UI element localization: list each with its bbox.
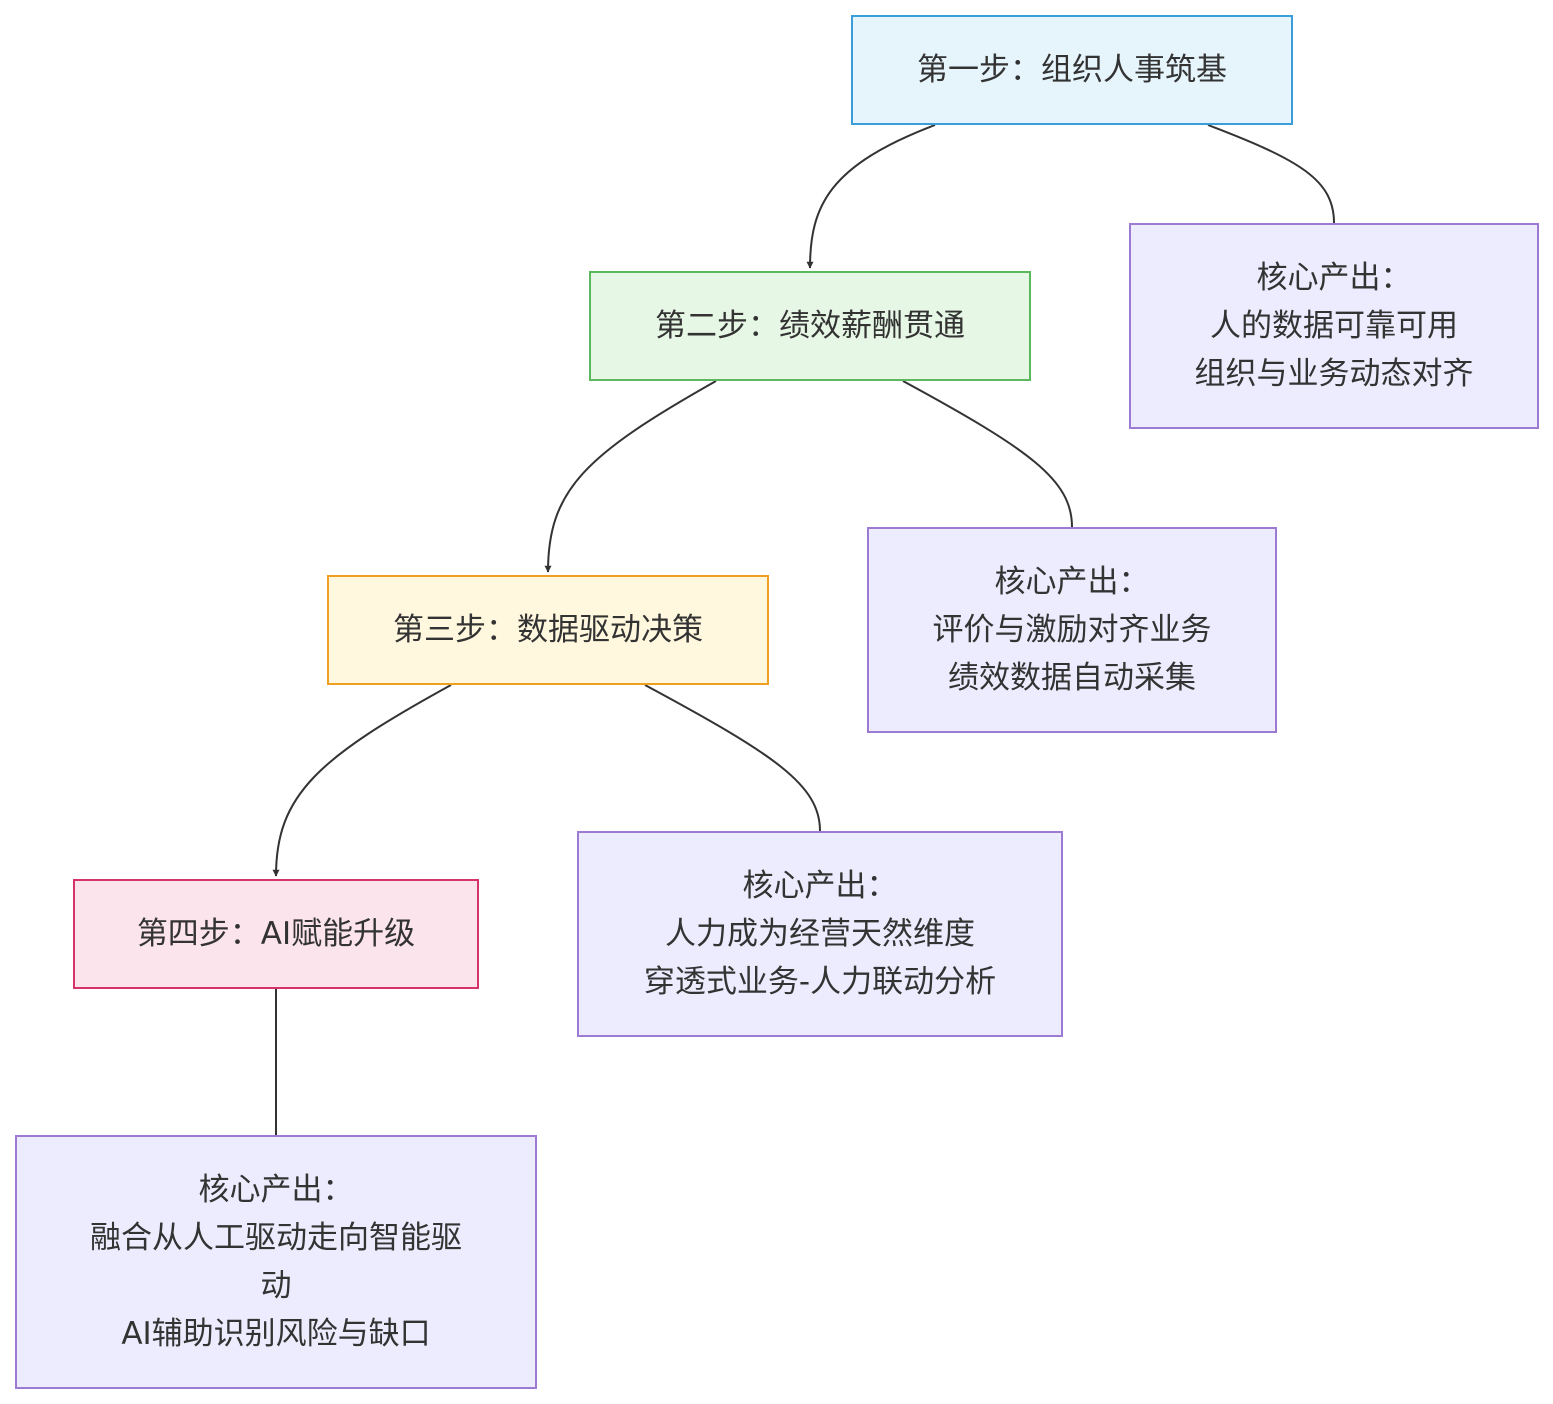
- edge-step1-to-step2: [806, 124, 936, 269]
- output-line: 融合从人工驱动走向智能驱: [90, 1220, 462, 1256]
- step-node-2: 第二步：绩效薪酬贯通: [589, 271, 1031, 381]
- output-title: 核心产出：: [994, 564, 1150, 600]
- output-node-3: 核心产出： 人力成为经营天然维度 穿透式业务-人力联动分析: [577, 831, 1063, 1037]
- step-label: 第三步：数据驱动决策: [393, 612, 703, 648]
- output-title: 核心产出：: [742, 868, 898, 904]
- output-line: 动: [260, 1268, 292, 1304]
- edge-step2-to-step3: [544, 380, 717, 573]
- step-label: 第四步：AI赋能升级: [136, 916, 416, 952]
- step-node-1: 第一步：组织人事筑基: [851, 15, 1293, 125]
- step-label: 第一步：组织人事筑基: [917, 52, 1227, 88]
- edge-step2-to-output2: [902, 380, 1073, 528]
- output-line: 人力成为经营天然维度: [665, 916, 975, 952]
- output-title: 核心产出：: [1256, 260, 1412, 296]
- output-line: 穿透式业务-人力联动分析: [643, 964, 997, 1000]
- step-label: 第二步：绩效薪酬贯通: [655, 308, 965, 344]
- step-node-4: 第四步：AI赋能升级: [73, 879, 479, 989]
- output-node-4: 核心产出： 融合从人工驱动走向智能驱 动 AI辅助识别风险与缺口: [15, 1135, 537, 1389]
- output-title: 核心产出：: [198, 1172, 354, 1208]
- output-node-1: 核心产出： 人的数据可靠可用 组织与业务动态对齐: [1129, 223, 1539, 429]
- edge-step3-to-output3: [644, 684, 821, 832]
- output-node-2: 核心产出： 评价与激励对齐业务 绩效数据自动采集: [867, 527, 1277, 733]
- output-line: AI辅助识别风险与缺口: [121, 1316, 431, 1352]
- output-line: 评价与激励对齐业务: [932, 612, 1212, 648]
- edge-step3-to-step4: [272, 684, 452, 877]
- output-line: 人的数据可靠可用: [1210, 308, 1458, 344]
- output-line: 组织与业务动态对齐: [1194, 356, 1474, 392]
- step-node-3: 第三步：数据驱动决策: [327, 575, 769, 685]
- output-line: 绩效数据自动采集: [948, 660, 1196, 696]
- edge-step1-to-output1: [1207, 124, 1335, 224]
